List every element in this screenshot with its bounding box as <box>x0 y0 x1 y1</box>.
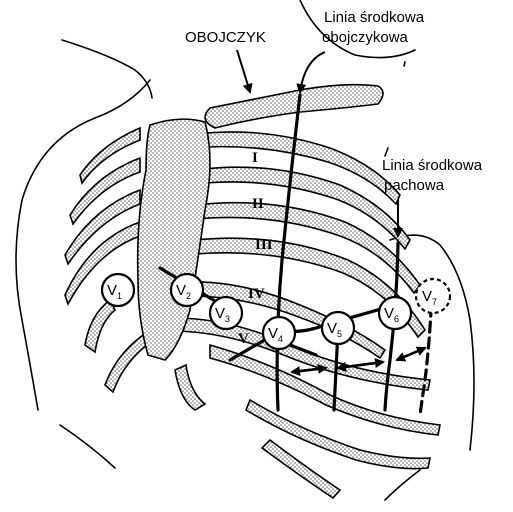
intercostal-label: V <box>238 331 249 347</box>
midclavicular-pointer-arrow <box>300 52 325 92</box>
midaxillary-label-line1: Linia środkowa <box>382 157 483 174</box>
electrode-v3: V3 <box>210 297 242 329</box>
electrode-v1: V1 <box>102 274 134 306</box>
intercostal-label: IV <box>248 286 265 302</box>
clavicle-label: OBOJCZYK <box>185 29 266 46</box>
electrode-v5: V5 <box>322 312 354 344</box>
electrode-v4: V4 <box>263 317 295 349</box>
midclavicular-label-line2: obojczykowa <box>322 29 409 46</box>
clavicle-bone <box>205 85 383 128</box>
clavicle-pointer-arrow <box>237 50 250 92</box>
electrode-v7: V7 <box>416 279 450 313</box>
midaxillary-label-line2: pachowa <box>384 177 445 194</box>
intercostal-label: III <box>255 237 273 253</box>
electrode-v2: V2 <box>171 274 203 306</box>
midclavicular-label-line1: Linia środkowa <box>324 9 425 26</box>
intercostal-label: I <box>252 150 258 166</box>
electrode-v6: V6 <box>379 297 411 329</box>
intercostal-label: II <box>252 196 264 212</box>
